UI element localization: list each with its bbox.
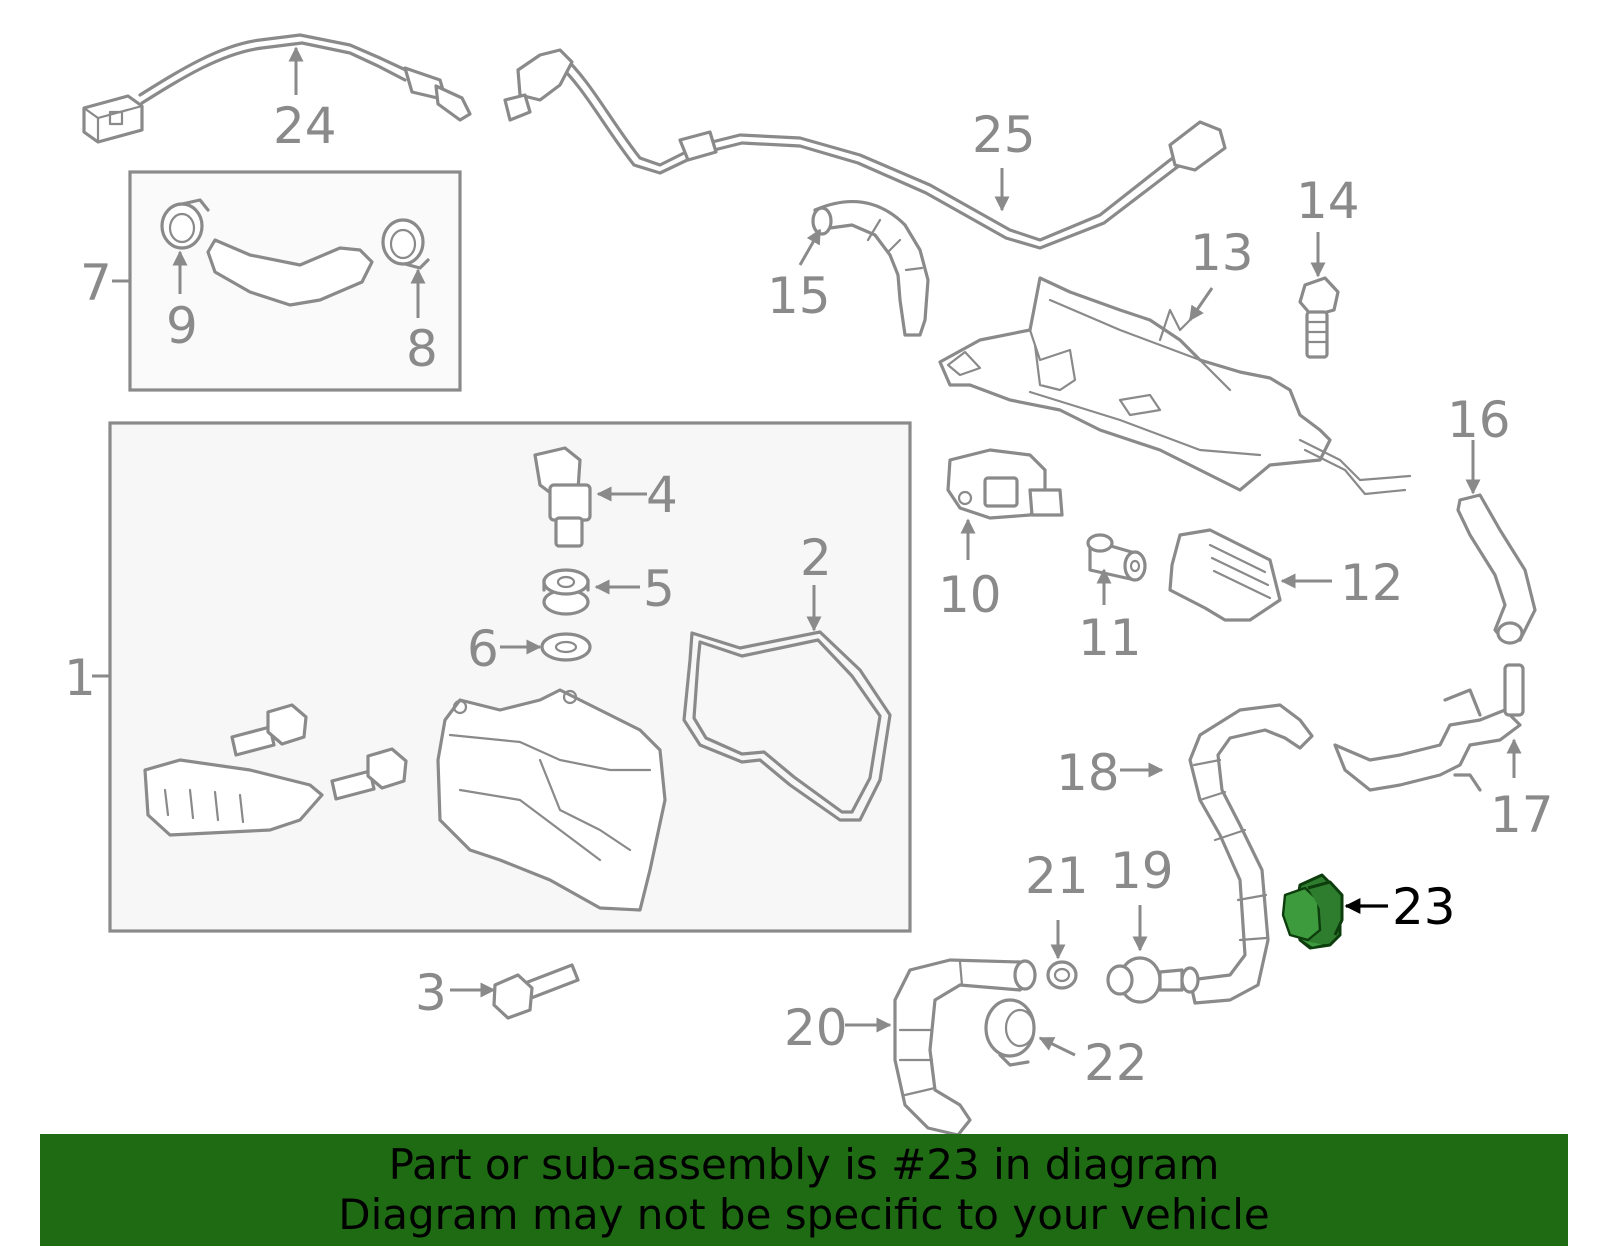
canister-cover <box>436 688 667 912</box>
callout-21: 21 <box>1025 847 1089 905</box>
hose-clamp-right <box>381 218 430 270</box>
callout-5: 5 <box>643 560 675 618</box>
bolt-14 <box>1298 276 1340 359</box>
bracket-left <box>143 758 324 837</box>
leader-lines <box>92 46 1522 1057</box>
clamp-22 <box>984 998 1036 1067</box>
callout-16: 16 <box>1447 391 1511 449</box>
info-banner: Part or sub-assembly is #23 in diagram D… <box>40 1134 1568 1246</box>
hose-15 <box>811 199 930 337</box>
callout-3: 3 <box>415 964 447 1022</box>
callout-13: 13 <box>1190 224 1254 282</box>
hose-clamp-left <box>160 198 210 250</box>
callout-12: 12 <box>1340 554 1404 612</box>
banner-line-1: Part or sub-assembly is #23 in diagram <box>388 1140 1220 1189</box>
hose-small <box>206 238 374 307</box>
bolt-left <box>230 703 308 757</box>
callout-2: 2 <box>800 529 832 587</box>
gasket <box>682 630 892 822</box>
callout-18: 18 <box>1056 744 1120 802</box>
callout-7: 7 <box>80 254 112 312</box>
callout-11: 11 <box>1078 609 1142 667</box>
bolt-3 <box>492 963 580 1020</box>
banner-line-2: Diagram may not be specific to your vehi… <box>338 1190 1270 1239</box>
hose-20 <box>893 958 1037 1137</box>
hose-18 <box>1188 703 1314 1005</box>
bolt-center <box>330 747 408 801</box>
clamp-21 <box>1046 960 1078 990</box>
callout-6: 6 <box>467 620 499 678</box>
callout-15: 15 <box>767 267 831 325</box>
check-valve <box>1106 956 1200 1004</box>
callout-23: 23 <box>1392 878 1456 936</box>
callout-24: 24 <box>273 97 337 155</box>
o-ring <box>540 632 592 662</box>
callout-25: 25 <box>972 106 1036 164</box>
callout-9: 9 <box>166 297 198 355</box>
vsv-valve <box>946 448 1064 520</box>
callout-20: 20 <box>784 999 848 1057</box>
mounting-bracket <box>938 276 1412 496</box>
highlighted-part-23[interactable] <box>1281 873 1344 950</box>
grommet <box>542 568 590 616</box>
purge-valve <box>533 446 592 548</box>
callout-4: 4 <box>646 466 678 524</box>
oxygen-sensor-downstream <box>503 48 1227 250</box>
bracket-12 <box>1168 528 1282 622</box>
callout-numbers: 1 2 3 4 5 6 7 8 9 10 11 12 13 14 15 16 1… <box>64 97 1554 1092</box>
oxygen-sensor-upstream <box>82 33 472 144</box>
callout-8: 8 <box>406 320 438 378</box>
tube-assembly-17 <box>1333 663 1525 792</box>
callout-17: 17 <box>1490 786 1554 844</box>
callout-1: 1 <box>64 649 96 707</box>
hose-16 <box>1456 493 1537 645</box>
callout-10: 10 <box>938 566 1002 624</box>
spacer-11 <box>1086 533 1147 582</box>
callout-22: 22 <box>1084 1034 1148 1092</box>
callout-19: 19 <box>1110 842 1174 900</box>
callout-14: 14 <box>1296 172 1360 230</box>
